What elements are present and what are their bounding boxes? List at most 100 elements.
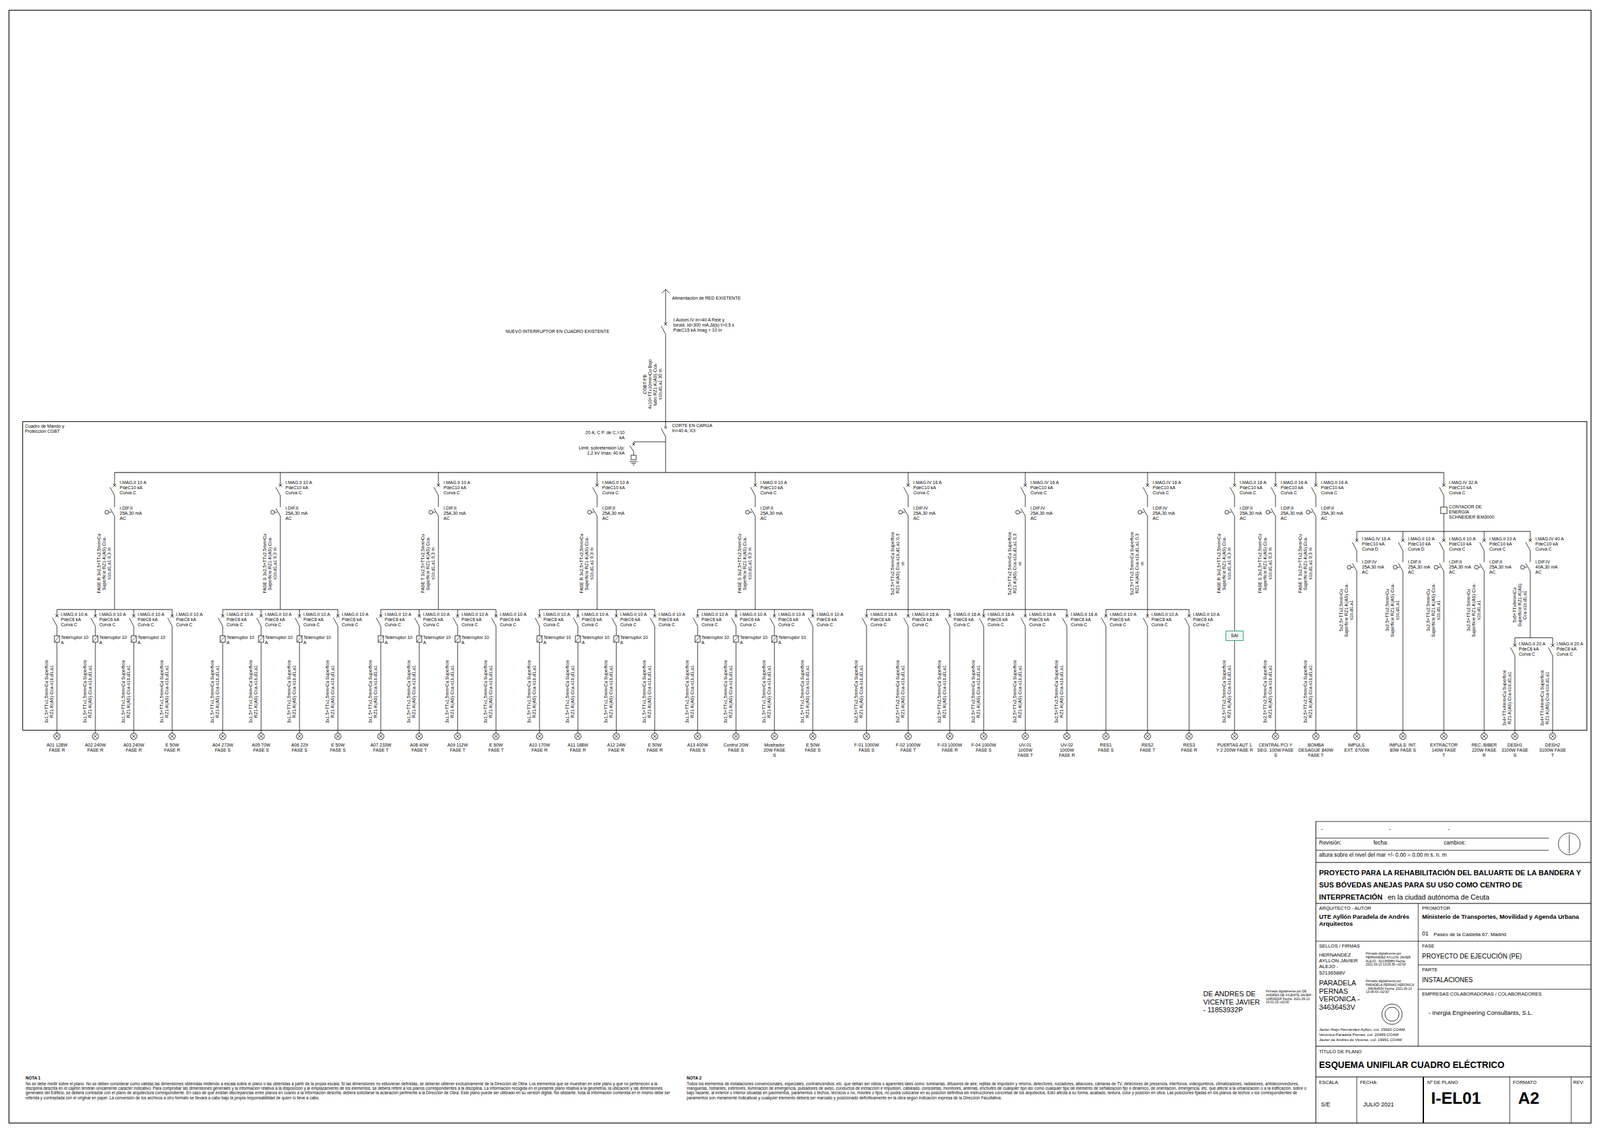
rcd-symbol (898, 510, 903, 514)
breaker-symbol (1528, 538, 1533, 543)
breaker-symbol (1274, 483, 1278, 488)
label-slot: 3x1,5+TTx1,5mm²Cu Superficie RZ1-K(AS) C… (800, 656, 811, 727)
title-block-line (1315, 821, 1592, 822)
breaker-symbol (573, 617, 578, 626)
label-slot: 3x1,5+TTx1,5mm²Cu Superficie RZ1-K(AS) C… (286, 656, 297, 727)
label-slot: I.DIF.II 25A,30 mA AC (443, 505, 472, 521)
load-symbol (906, 734, 911, 739)
wire (1530, 574, 1531, 638)
breaker-symbol (256, 617, 262, 626)
wire (812, 625, 814, 630)
label-slot: INSTALACIONES (1422, 976, 1589, 984)
wire (95, 641, 96, 733)
label-slot: I.MAG.II 10 A PdeC6 kA Curva C (581, 611, 610, 628)
load-symbol (864, 734, 870, 739)
wire (457, 629, 459, 636)
wire (133, 629, 135, 636)
label-slot: I.MAG.II 10 A PdeC10 kA Curva C (1448, 536, 1478, 552)
label-slot: 3x1,5+TTx1,5mm²Cu Superficie RZ1-K(AS) C… (209, 656, 221, 727)
contactor-symbol (258, 635, 264, 642)
breaker-symbol (1442, 483, 1446, 488)
breaker-symbol (615, 614, 619, 618)
breaker-label: I.MAG.II 10 A PdeC6 kA Curva C (658, 611, 687, 628)
label-slot: F-03 1000W FASE R (936, 742, 963, 753)
label-slot: Telerruptor 10 A (543, 634, 572, 646)
label-slot: 5x2,5+TTx2,5mm²Cu Superficie RZ1-K(AS) C… (1007, 531, 1023, 596)
contactor-symbol (771, 635, 777, 642)
label-slot: I.DIF.II 25A,30 mA AC (1489, 559, 1518, 575)
supply-terminal (665, 289, 670, 294)
label-slot: I.MAG.II 10 A PdeC6 kA Curva C (778, 611, 807, 628)
label-slot: IMPULS. EXT. 6700W (1342, 742, 1371, 753)
breaker-symbol (279, 483, 283, 488)
breaker-symbol (433, 487, 439, 496)
load-symbol (810, 734, 816, 739)
note-label: NUEVO INTERRUPTOR EN CUADRO EXISTENTE (505, 328, 647, 335)
wire (774, 641, 776, 733)
label-slot: Telerruptor 10 A (226, 634, 255, 646)
label-slot: I.DIF.II 25A,30 mA AC (1280, 505, 1309, 521)
wire (983, 625, 985, 630)
load-label: A10 170W FASE R (526, 742, 553, 753)
breaker-label: I.MAG.II 10 A PdeC6 kA Curva C (226, 611, 255, 628)
rcd-label: I.DIF.IV 25A,30 mA AC (1030, 505, 1059, 521)
load-symbol (131, 734, 137, 739)
load-symbol (1512, 734, 1518, 739)
load-symbol (130, 732, 137, 740)
wire (172, 609, 173, 612)
breaker-symbol (1024, 614, 1028, 618)
wire (419, 641, 420, 733)
label-slot: REV: (1573, 1079, 1589, 1086)
breaker-label: I.MAG.II 16 A PdeC6 kA Curva C (953, 611, 982, 628)
contactor-symbol (575, 635, 581, 642)
load-symbol (1231, 732, 1238, 740)
label-slot: fecha: (1373, 839, 1412, 847)
load-symbol (1232, 734, 1238, 739)
load-label: DESH1 3100W FASE S (1500, 742, 1529, 758)
wire (1105, 629, 1107, 733)
load-symbol (947, 734, 953, 739)
title-block-line (1571, 1076, 1572, 1123)
wire (633, 441, 666, 443)
breaker-symbol (611, 617, 617, 626)
contactor-symbol (613, 635, 619, 642)
breaker-symbol (437, 483, 441, 488)
label-slot: RES1 FASE S (1094, 742, 1118, 753)
wire (1147, 515, 1149, 520)
contactor-symbol (416, 635, 422, 642)
cable-label: 3x2,5+TTx2,5mm²Cu Superficie RZ1-K(AS) C… (1384, 579, 1401, 640)
breaker-symbol (595, 483, 600, 488)
wire (736, 629, 737, 636)
load-label: PUERTAS AUT 1 Y 2 200W FASE R (1216, 742, 1254, 753)
wire (114, 472, 116, 482)
cable-label: 3x2,5+TTx2,5mm²Cu Superficie RZ1-K(AS) C… (1425, 579, 1442, 640)
load-symbol (1550, 734, 1556, 739)
load-symbol (1022, 732, 1029, 740)
cable-label: 3x2,5+TTx2,5mm²Cu Superficie RZ1-K(AS) C… (1221, 656, 1232, 727)
title-block-heading: TÍTULO DE PLANO (1319, 1048, 1448, 1055)
wire (1147, 609, 1149, 612)
load-symbol (1064, 734, 1070, 739)
wire (736, 609, 737, 612)
cable-label: 3x2,5+TTx2,5mm²Cu Superficie RZ1-K(AS) C… (1012, 656, 1023, 727)
load-label: A03 240W FASE R (120, 742, 147, 753)
wire (1443, 495, 1445, 500)
wire (597, 519, 598, 610)
wire (280, 515, 281, 520)
title-block-text: Javier de Andrés de Vicente, col. 19991 … (1319, 1036, 1417, 1042)
contactor-symbol (695, 635, 701, 642)
load-label: E 50W FASE S (800, 742, 826, 753)
breaker-symbol (55, 614, 59, 618)
breaker-symbol (1401, 538, 1405, 543)
label-slot: - (1388, 825, 1396, 832)
title-block-heading: SELLOS / FIRMAS (1319, 943, 1416, 950)
wire (1315, 519, 1317, 733)
wire (457, 609, 459, 612)
wire (539, 641, 541, 733)
label-slot: 3x1,5+TTx1,5mm²Cu Superficie RZ1-K(AS) C… (444, 656, 456, 727)
label-slot: I.MAG.II 10 A PdeC6 kA Curva C (543, 611, 572, 628)
wire (419, 609, 420, 612)
breaker-label: I.MAG.II 16 A PdeC10 kA Curva C (1280, 480, 1309, 496)
load-symbol (259, 734, 264, 739)
rcd-label: I.DIF.II 25A,30 mA AC (602, 505, 631, 521)
